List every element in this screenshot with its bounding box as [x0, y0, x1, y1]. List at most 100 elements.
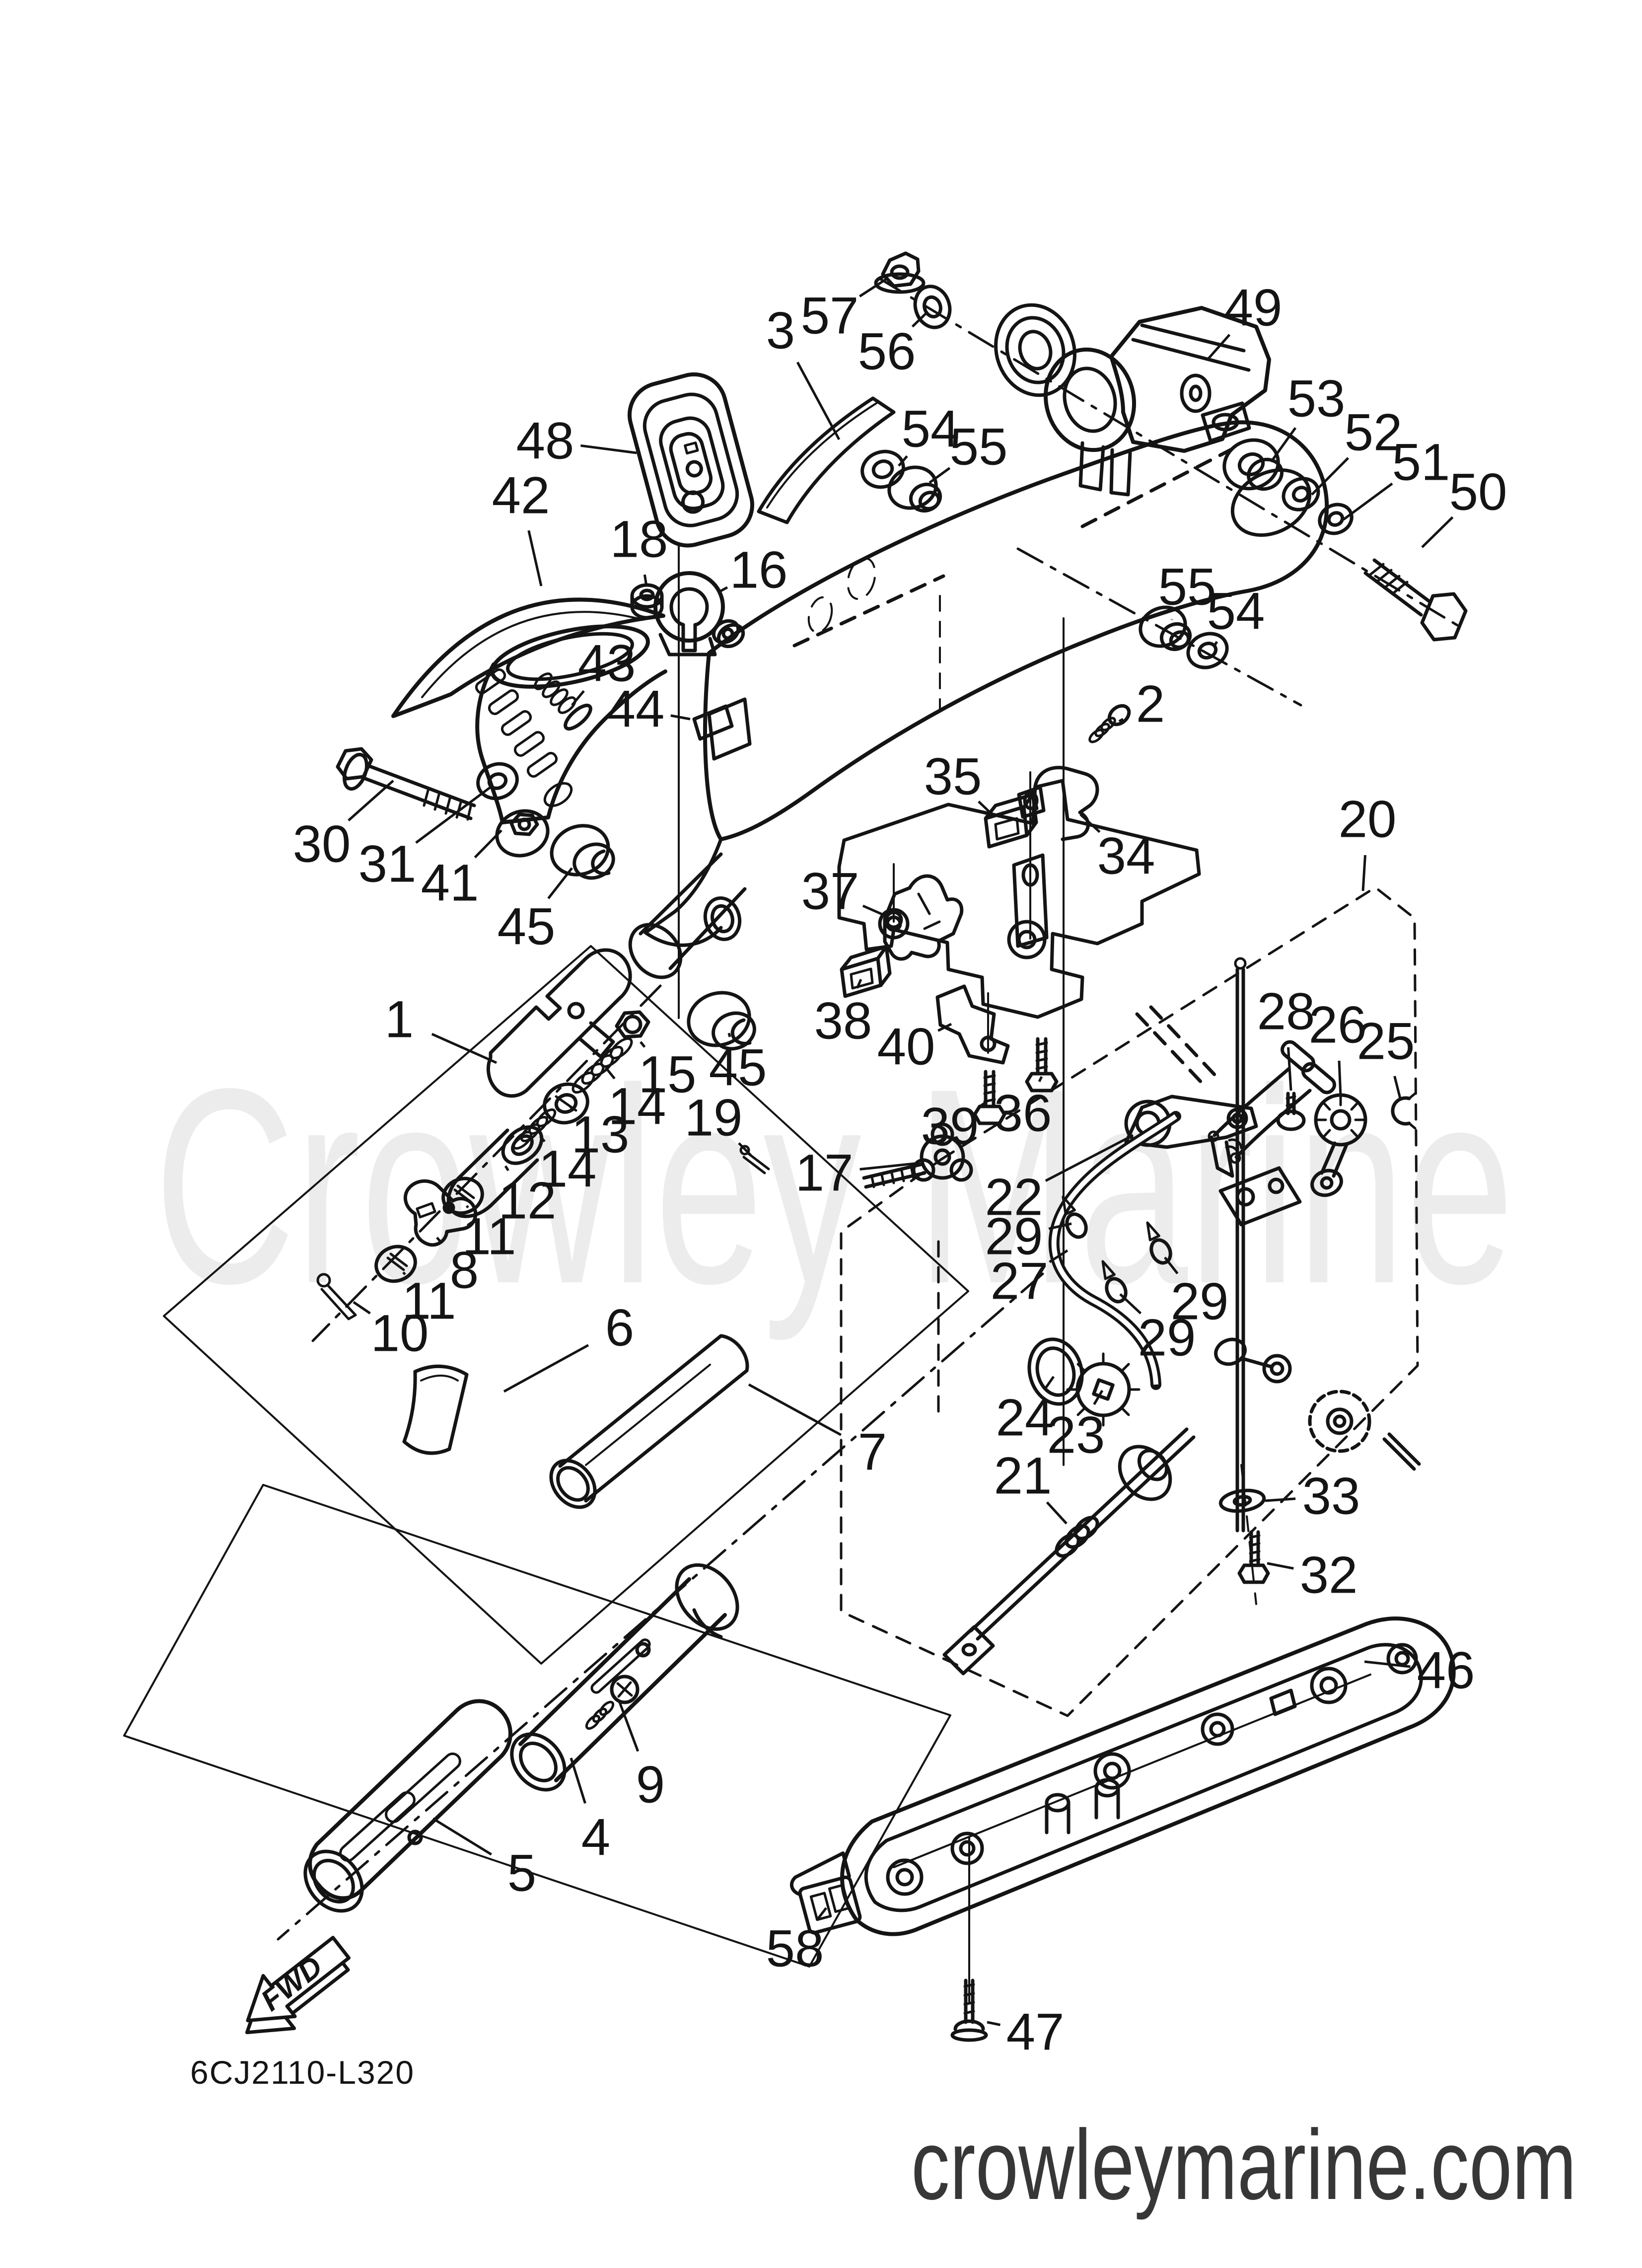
callout-46: 46 [1417, 1642, 1475, 1700]
sector-gear [1308, 1390, 1421, 1471]
pivot-damper-barrel [994, 303, 1076, 397]
callout-leader-33 [1265, 1497, 1296, 1502]
callout-21: 21 [994, 1447, 1052, 1505]
callout-leader-29 [1048, 1222, 1072, 1230]
callout-leader-4 [570, 1757, 586, 1804]
callout-leader-14 [605, 1067, 616, 1080]
callout-14: 14 [608, 1078, 666, 1136]
callout-leader-9 [618, 1702, 640, 1752]
callout-leader-47 [987, 2021, 1000, 2026]
damper-block-38 [840, 945, 892, 998]
clip-34 [1017, 766, 1099, 841]
callout-leader-21 [1046, 1501, 1068, 1525]
callout-leader-53 [1270, 427, 1297, 463]
grommet-45a [550, 824, 615, 880]
callout-2: 2 [1136, 675, 1165, 733]
callout-42: 42 [492, 467, 550, 525]
callout-leader-50 [1421, 516, 1454, 548]
callout-55: 55 [1158, 558, 1216, 616]
grip-hub [495, 809, 550, 858]
callout-leader-25 [1393, 1076, 1402, 1099]
callout-22: 22 [985, 1169, 1043, 1227]
callout-leader-40 [937, 1023, 952, 1032]
callout-leader-15 [640, 1041, 646, 1048]
callout-47: 47 [1006, 2003, 1065, 2061]
callout-leader-32 [1267, 1562, 1294, 1570]
callout-leader-51 [1343, 482, 1393, 521]
callout-54: 54 [902, 400, 960, 458]
callout-leader-14 [539, 1135, 546, 1143]
callout-54: 54 [1207, 583, 1265, 641]
callout-53: 53 [1287, 370, 1346, 428]
grip-end-5 [303, 1699, 512, 1913]
callout-45: 45 [709, 1039, 767, 1097]
screw-9 [585, 1675, 640, 1730]
footer-site: crowleymarine.com [911, 2110, 1576, 2220]
callout-leader-38 [856, 979, 862, 989]
callout-leader-57 [859, 277, 889, 297]
washer-33 [1218, 1488, 1266, 1513]
callout-leader-44 [670, 714, 691, 721]
callout-29: 29 [1171, 1273, 1229, 1331]
grip-cap-42 [391, 597, 665, 718]
callout-leader-7 [748, 1383, 842, 1436]
callout-12: 12 [499, 1172, 557, 1230]
callout-leader-48 [580, 444, 637, 454]
callout-leader-24 [1044, 1376, 1055, 1390]
diagram-code: 6CJ2110-L320 [190, 2054, 415, 2091]
callout-57: 57 [801, 287, 859, 345]
callout-11: 11 [462, 1208, 516, 1266]
friction-disc-11b [374, 1244, 417, 1283]
callout-40: 40 [877, 1018, 935, 1076]
callout-25: 25 [1357, 1013, 1415, 1071]
callout-31: 31 [358, 835, 417, 893]
shaft-joint-1 [486, 948, 632, 1098]
spring-14a [571, 1037, 633, 1094]
callout-leader-43 [571, 690, 585, 706]
callout-leader-30 [348, 780, 394, 822]
callout-leader-54 [1213, 641, 1218, 647]
tube-7 [549, 1334, 749, 1509]
callout-36: 36 [994, 1085, 1052, 1143]
nut-57 [881, 251, 921, 288]
callout-56: 56 [858, 323, 916, 381]
grease-screw-2 [1088, 704, 1131, 743]
cable-guide-plate [837, 779, 1217, 1085]
bolt-32 [1237, 1530, 1270, 1584]
cover-sheet-6 [402, 1364, 469, 1455]
callout-23: 23 [1047, 1406, 1105, 1464]
callout-50: 50 [1449, 463, 1507, 521]
friction-knob-17 [862, 1122, 973, 1189]
callout-52: 52 [1345, 404, 1403, 462]
callout-44: 44 [607, 680, 665, 738]
callout-leader-22 [1045, 1134, 1134, 1182]
damper-block-35 [984, 793, 1038, 849]
callout-28: 28 [1257, 983, 1315, 1041]
callout-30: 30 [293, 815, 351, 874]
bracket-40 [935, 984, 1010, 1065]
callout-leader-27 [1049, 1249, 1069, 1263]
bolt-30 [336, 747, 476, 821]
callout-leader-20 [1361, 855, 1367, 891]
callout-leader-10 [353, 1301, 371, 1315]
washer-51 [1318, 503, 1354, 535]
callout-29: 29 [985, 1208, 1043, 1266]
callout-leader-45 [727, 1032, 731, 1037]
callout-39: 39 [921, 1097, 979, 1156]
callout-4: 4 [581, 1809, 610, 1867]
callout-38: 38 [814, 992, 872, 1050]
callout-leader-5 [432, 1817, 492, 1856]
callout-14: 14 [539, 1140, 597, 1198]
callout-51: 51 [1392, 434, 1450, 492]
nut-15 [615, 1010, 650, 1039]
callout-7: 7 [858, 1423, 887, 1481]
callout-leader-49 [1207, 334, 1231, 361]
callout-49: 49 [1224, 279, 1283, 337]
callouts-layer: 1234567891011111213141415161718192021222… [293, 277, 1507, 2061]
steering-bracket-49 [1109, 306, 1271, 453]
watermark-text: Crowley Marine [154, 1030, 1514, 1343]
callout-leader-6 [503, 1344, 589, 1393]
screw-36 [1025, 1037, 1059, 1093]
callout-10: 10 [371, 1305, 429, 1363]
callout-leader-18 [643, 574, 648, 586]
